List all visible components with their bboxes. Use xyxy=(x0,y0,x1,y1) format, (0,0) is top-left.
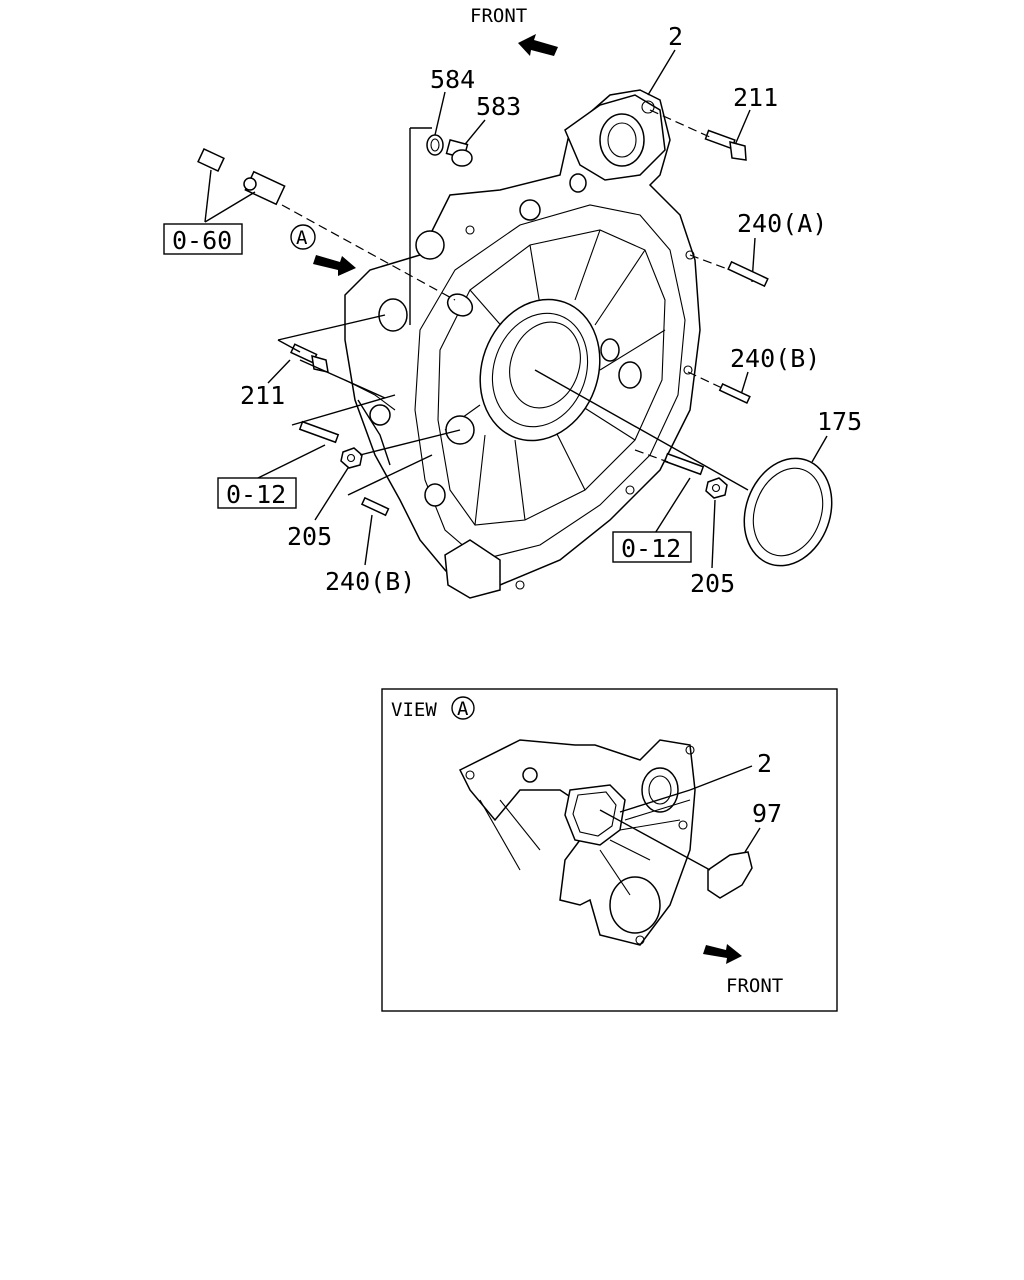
view-a-title: VIEW xyxy=(391,699,437,721)
sensor-assembly xyxy=(197,148,286,206)
front-label-view: FRONT xyxy=(726,975,783,997)
callout-240b-right: 240(B) xyxy=(730,344,820,373)
ref-box-0-12-left xyxy=(217,477,297,509)
ref-0-12-right: 0-12 xyxy=(621,534,681,563)
stud-right xyxy=(663,452,705,476)
view-a-marker-circle xyxy=(290,224,316,250)
front-arrow-view xyxy=(703,944,742,964)
dowel-240b-right xyxy=(718,382,751,404)
dowel-240b-bottom xyxy=(360,496,390,517)
callout-205-right: 205 xyxy=(690,569,735,598)
ref-box-0-60 xyxy=(163,223,243,255)
view-a-marker-letter: A xyxy=(296,227,308,249)
oil-seal-175 xyxy=(743,457,833,567)
callout-2-view: 2 xyxy=(757,749,772,778)
callout-583: 583 xyxy=(476,92,521,121)
view-a-housing-detail xyxy=(458,739,696,946)
nut-205-right xyxy=(705,477,728,499)
view-a-direction-arrow xyxy=(313,255,356,276)
callout-584: 584 xyxy=(430,65,475,94)
dowel-240a xyxy=(727,260,769,288)
front-label-top: FRONT xyxy=(470,5,527,27)
front-arrow-top xyxy=(518,34,558,56)
ref-0-60: 0-60 xyxy=(172,226,232,255)
callout-211-left: 211 xyxy=(240,381,285,410)
callout-211-top: 211 xyxy=(733,83,778,112)
callout-175: 175 xyxy=(817,407,862,436)
plug-583 xyxy=(445,138,473,167)
flywheel-housing xyxy=(344,89,701,599)
ref-0-12-left: 0-12 xyxy=(226,480,286,509)
callout-205-left: 205 xyxy=(287,522,332,551)
bolt-211-left xyxy=(290,343,329,373)
callout-240a: 240(A) xyxy=(737,209,827,238)
nut-205-left xyxy=(340,447,363,469)
view-a-title-letter: A xyxy=(457,698,469,720)
callout-2: 2 xyxy=(668,22,683,51)
bolt-211-top xyxy=(704,129,747,161)
callout-240b-bottom: 240(B) xyxy=(325,567,415,596)
view-a-title-circle xyxy=(451,696,475,720)
ref-box-0-12-right xyxy=(612,531,692,563)
sealant-97 xyxy=(707,851,753,899)
o-ring-584 xyxy=(426,134,444,156)
callout-97: 97 xyxy=(752,799,782,828)
stud-left xyxy=(298,420,340,444)
